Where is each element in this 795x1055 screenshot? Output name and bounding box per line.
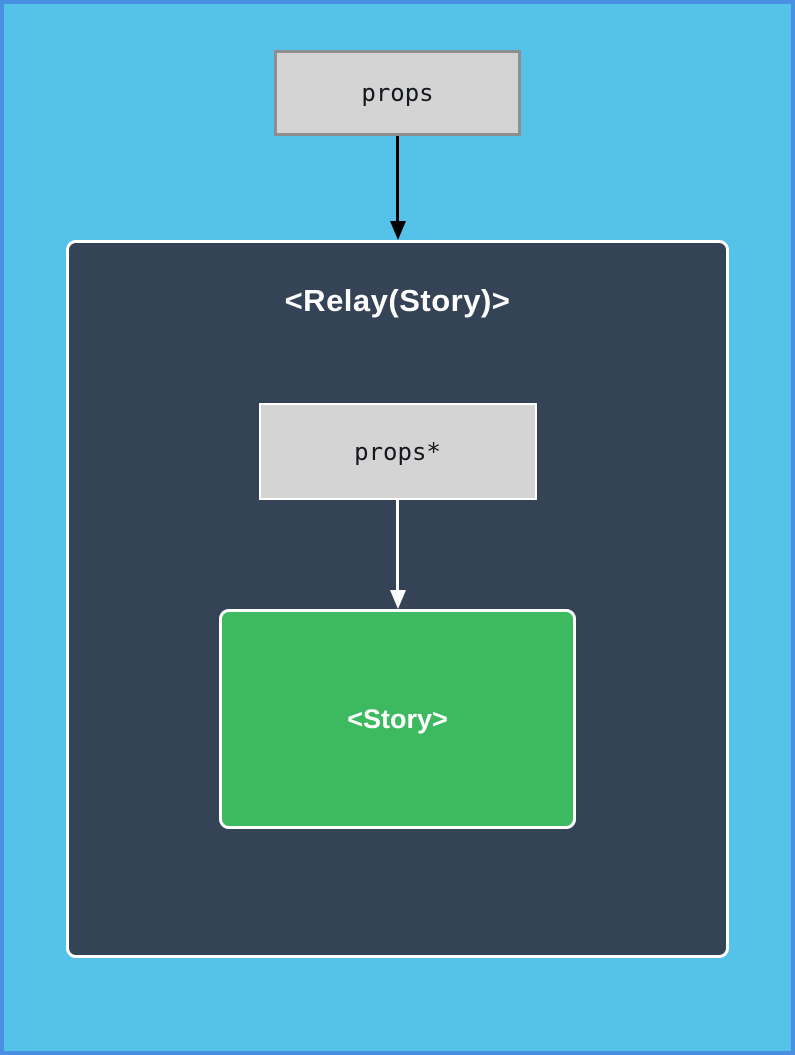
- story-label: <Story>: [347, 703, 448, 734]
- props-box: props: [274, 50, 521, 136]
- relay-story-container: <Relay(Story)> props* <Story>: [66, 240, 729, 958]
- arrow-shaft: [396, 500, 399, 590]
- inner-props-label: props*: [354, 437, 441, 466]
- arrow-head: [389, 221, 406, 240]
- arrow-shaft: [396, 136, 399, 221]
- relay-story-title: <Relay(Story)>: [284, 283, 511, 318]
- props-flow-arrow-down-icon: [389, 136, 406, 240]
- props-label: props: [361, 79, 434, 107]
- inner-flow-arrow-down-icon: [389, 500, 406, 609]
- story-box: <Story>: [219, 609, 576, 829]
- inner-props-box: props*: [258, 403, 537, 500]
- arrow-head: [389, 590, 406, 609]
